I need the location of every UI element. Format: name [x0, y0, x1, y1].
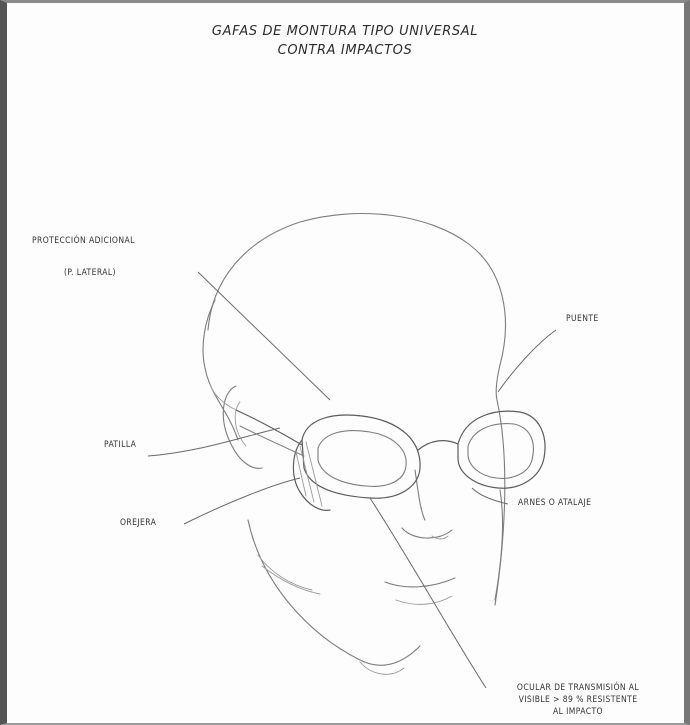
nose-bridge: [415, 470, 425, 520]
leader-puente: [498, 330, 556, 392]
side-shield-hatch2: [300, 446, 314, 502]
label-ocular-line2: VISIBLE > 89 % RESISTENTE: [484, 694, 672, 706]
label-ocular: OCULAR DE TRANSMISIÓN AL VISIBLE > 89 % …: [484, 682, 672, 718]
lower-lip: [396, 596, 452, 604]
leader-ocular: [370, 498, 486, 688]
head-left-side: [203, 300, 238, 440]
leader-proteccion: [198, 272, 330, 400]
goggle-right-lens: [468, 424, 533, 479]
head-outline: [208, 214, 505, 400]
leader-patilla: [148, 428, 280, 456]
label-patilla: PATILLA: [104, 440, 136, 450]
goggle-left-lens: [318, 431, 406, 487]
label-ocular-line3: AL IMPACTO: [484, 706, 672, 718]
chin-shade: [360, 662, 404, 674]
side-shield-hatch3: [306, 442, 322, 506]
leader-arnes: [472, 488, 508, 504]
side-shield: [293, 440, 330, 510]
jaw: [248, 520, 420, 665]
label-proteccion-line2: (P. LATERAL): [64, 268, 116, 278]
label-visera: OREJERA: [120, 518, 156, 528]
leader-visera: [184, 478, 300, 524]
side-shield-hatch1: [296, 452, 306, 496]
chin-right: [495, 490, 502, 600]
label-proteccion-line1: PROTECCIÓN ADICIONAL: [32, 236, 135, 246]
nose-tip: [402, 528, 452, 538]
label-arnes: ARNES O ATALAJE: [518, 498, 591, 508]
goggle-bridge: [418, 441, 458, 450]
label-ocular-line1: OCULAR DE TRANSMISIÓN AL: [484, 682, 672, 694]
cheek-left: [258, 555, 312, 590]
label-puente: PUENTE: [566, 314, 599, 324]
